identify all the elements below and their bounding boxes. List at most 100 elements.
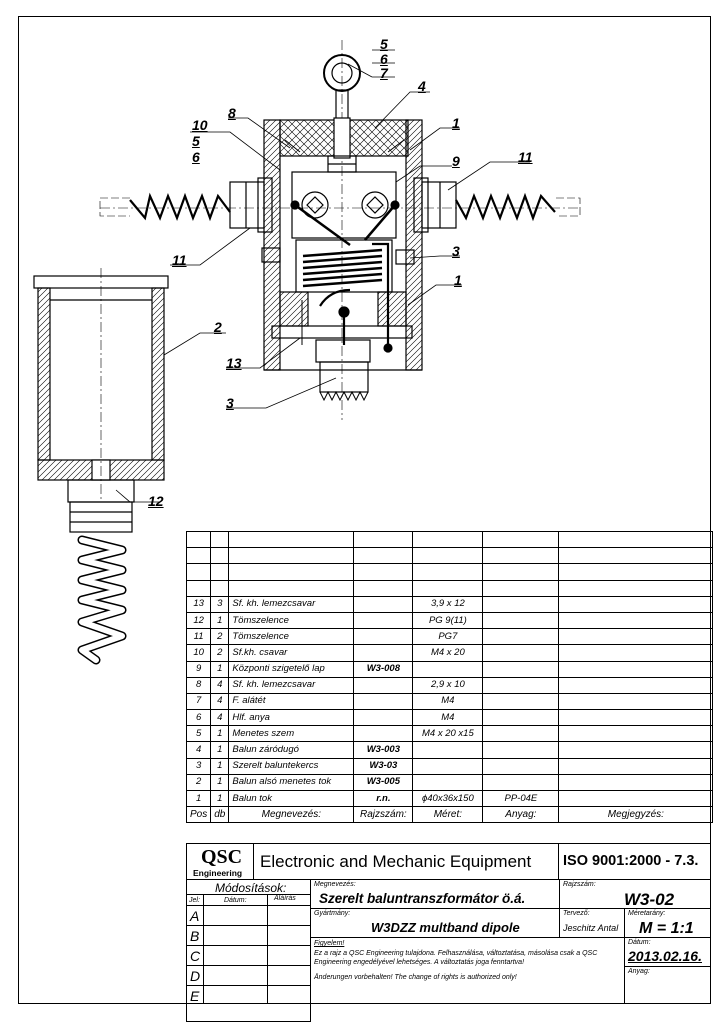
bom-cell — [210, 579, 230, 597]
scale-value: M = 1:1 — [639, 920, 694, 937]
label-part-6: 6 — [380, 51, 388, 67]
bom-cell — [353, 692, 414, 711]
bom-row — [185, 563, 714, 581]
bom-cell: 2,9 x 10 — [412, 676, 484, 694]
coil-winding — [302, 248, 383, 288]
lbl-megnevezes: Megnevezés: — [314, 881, 356, 888]
product-cell: Gyártmány: W3DZZ multband dipole — [310, 908, 560, 938]
bom-cell — [558, 644, 714, 662]
designer-cell: Tervező: Jeschitz Antal — [559, 908, 625, 938]
bom-cell: Balun tok — [228, 789, 355, 808]
bom-cell: W3-008 — [353, 660, 414, 678]
iso-standard: ISO 9001:2000 - 7.3. — [563, 853, 699, 869]
bom-cell: 1 — [210, 757, 230, 775]
company-name: Electronic and Mechanic Equipment — [260, 852, 532, 871]
product-name: W3DZZ multband dipole — [371, 920, 520, 935]
bom-cell: Balun alsó menetes tok — [228, 773, 355, 792]
bom-cell: Szerelt baluntekercs — [228, 757, 355, 775]
name-cell: Megnevezés: Szerelt baluntranszformátor … — [310, 879, 560, 909]
revision-row: E — [186, 985, 311, 1022]
label-part-12: 12 — [148, 493, 164, 509]
gland-left — [229, 181, 265, 229]
bom-cell: 11 — [185, 628, 212, 646]
label-part-5: 5 — [380, 36, 388, 52]
bom-cell — [185, 530, 212, 549]
bom-cell: M4 x 20 x15 — [412, 725, 484, 743]
bom-cell: 8 — [185, 676, 212, 694]
bom-cell — [482, 611, 560, 630]
bom-cell — [185, 547, 212, 565]
lbl-datum: Dátum: — [628, 939, 651, 946]
bom-cell: ϕ40x36x150 — [412, 789, 484, 808]
bom-cell — [412, 547, 484, 565]
notice-title: Figyelem! — [314, 940, 345, 947]
bom-cell: 1 — [210, 660, 230, 678]
label-part-7: 7 — [380, 65, 388, 81]
bom-cell: Sf.kh. csavar — [228, 644, 355, 662]
bom-cell: Méret: — [412, 806, 484, 824]
bom-cell — [482, 530, 560, 549]
bom-cell — [210, 530, 230, 549]
bom-cell — [353, 530, 414, 549]
lbl-anyag: Anyag: — [628, 968, 650, 975]
iso-cell: ISO 9001:2000 - 7.3. — [558, 843, 711, 880]
revision-row: B — [186, 925, 311, 946]
bom-cell — [353, 563, 414, 581]
lbl-tervezo: Tervező: — [563, 910, 590, 917]
label-part-11-left: 11 — [172, 252, 187, 268]
bom-cell: M4 x 20 — [412, 644, 484, 662]
bom-cell: Központi szigetelő lap — [228, 660, 355, 678]
bom-cell — [353, 595, 414, 613]
bom-cell: Balun záródugó — [228, 741, 355, 759]
logo-engineering: Engineering — [193, 868, 243, 878]
bom-cell: W3-003 — [353, 741, 414, 759]
label-part-3-coil: 3 — [452, 243, 460, 259]
bom-cell — [482, 563, 560, 581]
bom-row — [185, 579, 714, 597]
bom-cell — [412, 579, 484, 597]
bom-cell — [412, 773, 484, 792]
logo-qsc: QSC — [201, 846, 243, 868]
bom-cell: PG7 — [412, 628, 484, 646]
lbl-gyartmany: Gyártmány: — [314, 910, 351, 917]
bom-cell: r.n. — [353, 789, 414, 808]
eye-bolt-hole — [331, 62, 353, 84]
bom-cell: 4 — [185, 741, 212, 759]
bom-cell — [558, 611, 714, 630]
bom-cell — [482, 547, 560, 565]
bom-cell: Tömszelence — [228, 611, 355, 630]
bom-cell — [482, 595, 560, 613]
bom-cell: Menetes szem — [228, 725, 355, 743]
bom-cell: 1 — [210, 789, 230, 808]
bom-cell — [353, 644, 414, 662]
bom-cell — [558, 676, 714, 694]
label-part-4: 4 — [418, 78, 426, 94]
bom-cell: Megnevezés: — [228, 806, 355, 824]
date-cell: Dátum: 2013.02.16. — [624, 937, 711, 967]
bom-cell — [210, 563, 230, 581]
bom-cell — [558, 579, 714, 597]
bom-cell — [228, 579, 355, 597]
drawing-number: W3-02 — [624, 890, 675, 909]
bom-cell: 1 — [185, 789, 212, 808]
drawing-number-cell: Rajzszám: W3-02 — [559, 879, 711, 909]
bom-cell — [558, 789, 714, 808]
bom-cell — [210, 547, 230, 565]
bom-cell — [558, 660, 714, 678]
screw-head-right — [361, 191, 389, 219]
label-part-9: 9 — [452, 153, 460, 169]
bom-cell — [353, 628, 414, 646]
bom-cell — [558, 757, 714, 775]
bom-cell — [228, 563, 355, 581]
bom-cell: M4 — [412, 692, 484, 711]
label-part-1-top: 1 — [452, 115, 460, 131]
